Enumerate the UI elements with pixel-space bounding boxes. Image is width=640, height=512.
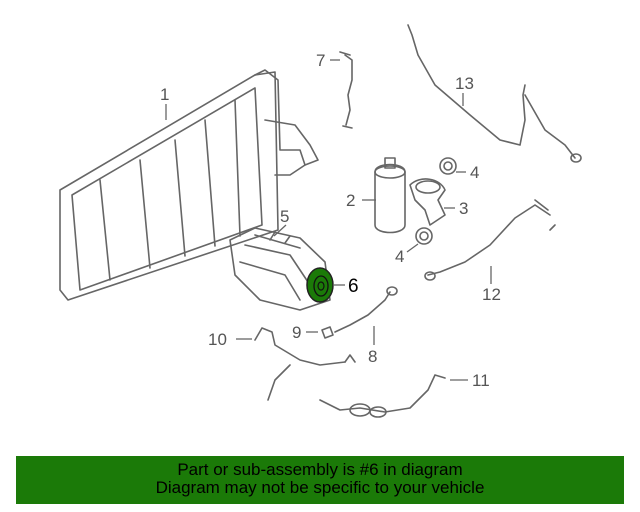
callout-3: 3 [459,199,468,218]
banner-line-2: Diagram may not be specific to your vehi… [155,478,485,497]
callout-2: 2 [346,191,355,210]
part-7-hose[interactable] [339,51,353,129]
callout-4-top: 4 [470,163,479,182]
callout-1: 1 [160,85,169,104]
part-8-hose[interactable] [334,286,398,333]
part-11-hose[interactable] [319,374,446,418]
part-9-fitting[interactable] [321,326,334,339]
callout-11: 11 [472,371,490,390]
callout-leaders [165,59,492,381]
callout-6: 6 [348,276,359,297]
callout-7: 7 [316,51,325,70]
part-13-line[interactable] [407,24,582,163]
callout-10: 10 [208,330,227,349]
part-4-grommet-bottom[interactable] [415,227,433,245]
part-10-hose[interactable] [254,327,356,401]
callout-4-bottom: 4 [395,247,404,266]
callout-13: 13 [455,74,474,93]
callout-12: 12 [482,285,501,304]
info-banner: Part or sub-assembly is #6 in diagram Di… [16,456,624,504]
part-12-hose[interactable] [424,199,556,281]
banner-line-1: Part or sub-assembly is #6 in diagram [177,460,463,479]
callout-5: 5 [280,207,289,226]
part-3-bracket[interactable] [409,178,446,226]
part-6-clutch[interactable] [306,267,334,303]
part-5-compressor[interactable] [229,227,331,311]
part-2-receiver-drier[interactable] [374,157,406,234]
callout-8: 8 [368,347,377,366]
parts-diagram: 1 2 3 4 4 5 6 7 8 9 10 11 12 13 [59,24,582,418]
part-4-grommet-top[interactable] [439,157,457,175]
callout-9: 9 [292,323,301,342]
part-1-condenser[interactable] [59,69,319,301]
